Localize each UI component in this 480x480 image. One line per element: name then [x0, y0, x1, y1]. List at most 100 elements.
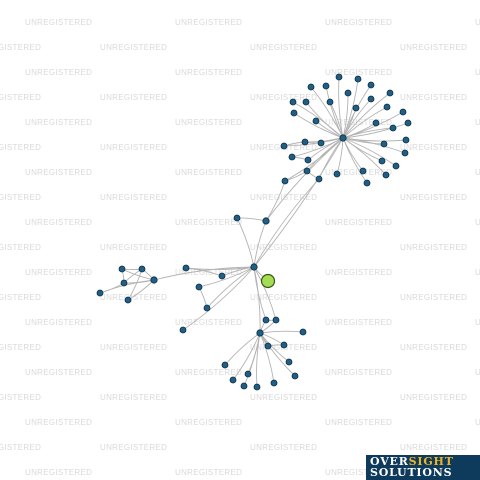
graph-node[interactable]: [280, 341, 288, 349]
hub-node[interactable]: [250, 263, 258, 271]
graph-edge: [236, 217, 255, 268]
graph-node[interactable]: [304, 156, 312, 164]
graph-node[interactable]: [367, 95, 375, 103]
watermark-text: UNREGISTERED: [475, 368, 480, 377]
graph-node[interactable]: [378, 157, 386, 165]
graph-edge: [206, 266, 255, 309]
watermark-text: UNREGISTERED: [0, 143, 41, 152]
hub-node[interactable]: [262, 217, 270, 225]
graph-node[interactable]: [288, 153, 296, 161]
graph-node[interactable]: [270, 379, 278, 387]
graph-node[interactable]: [244, 370, 252, 378]
watermark-text: UNREGISTERED: [0, 343, 41, 352]
graph-node[interactable]: [389, 124, 397, 132]
watermark-text: UNREGISTERED: [100, 43, 167, 52]
graph-node[interactable]: [179, 326, 187, 334]
graph-node[interactable]: [322, 82, 330, 90]
graph-node[interactable]: [382, 171, 390, 179]
focus-node[interactable]: [260, 273, 276, 289]
graph-node[interactable]: [302, 98, 310, 106]
watermark-text: UNREGISTERED: [25, 168, 92, 177]
graph-node[interactable]: [335, 73, 343, 81]
graph-node[interactable]: [291, 372, 299, 380]
graph-node[interactable]: [280, 142, 288, 150]
graph-node[interactable]: [240, 382, 248, 390]
graph-node[interactable]: [307, 83, 315, 91]
watermark-text: UNREGISTERED: [25, 418, 92, 427]
graph-edge: [224, 332, 261, 366]
watermark-text: UNREGISTERED: [250, 43, 317, 52]
watermark-text: UNREGISTERED: [325, 118, 392, 127]
graph-node[interactable]: [303, 167, 311, 175]
graph-node[interactable]: [301, 138, 309, 146]
graph-node[interactable]: [203, 304, 211, 312]
graph-edge: [342, 137, 364, 172]
graph-edge: [342, 122, 409, 139]
graph-node[interactable]: [289, 98, 297, 106]
watermark-text: UNREGISTERED: [400, 343, 467, 352]
graph-node[interactable]: [290, 109, 298, 117]
graph-node[interactable]: [221, 361, 229, 369]
hub-node[interactable]: [256, 329, 264, 337]
graph-node[interactable]: [138, 265, 146, 273]
graph-node[interactable]: [344, 89, 352, 97]
oversight-solutions-logo: OVERSIGHT SOLUTIONS: [366, 455, 480, 480]
graph-node[interactable]: [354, 75, 362, 83]
watermark-text: UNREGISTERED: [400, 393, 467, 402]
watermark-text: UNREGISTERED: [175, 318, 242, 327]
graph-node[interactable]: [253, 383, 261, 391]
graph-node[interactable]: [383, 103, 391, 111]
graph-node[interactable]: [404, 119, 412, 127]
graph-node[interactable]: [363, 179, 371, 187]
graph-node[interactable]: [182, 264, 190, 272]
watermark-layer: UNREGISTERED UNREGISTERED UNREGISTERED UNRE…: [0, 18, 480, 477]
graph-node[interactable]: [262, 316, 270, 324]
graph-node[interactable]: [120, 279, 128, 287]
graph-node[interactable]: [399, 108, 407, 116]
hub-node[interactable]: [150, 276, 158, 284]
graph-node[interactable]: [229, 376, 237, 384]
watermark-text: UNREGISTERED: [475, 218, 480, 227]
graph-node[interactable]: [352, 104, 360, 112]
graph-node[interactable]: [333, 170, 341, 178]
graph-node[interactable]: [195, 283, 203, 291]
graph-node[interactable]: [401, 149, 409, 157]
graph-node[interactable]: [218, 272, 226, 280]
watermark-text: UNREGISTERED: [325, 218, 392, 227]
graph-node[interactable]: [359, 167, 367, 175]
graph-edge: [259, 332, 296, 377]
graph-node[interactable]: [264, 342, 272, 350]
graph-node[interactable]: [281, 177, 289, 185]
graph-node[interactable]: [367, 81, 375, 89]
graph-node[interactable]: [386, 89, 394, 97]
graph-node[interactable]: [285, 358, 293, 366]
graph-edge: [283, 137, 344, 147]
watermark-text: UNREGISTERED: [100, 343, 167, 352]
graph-node[interactable]: [372, 119, 380, 127]
watermark-text: UNREGISTERED: [25, 318, 92, 327]
watermark-text: UNREGISTERED: [100, 143, 167, 152]
graph-node[interactable]: [315, 175, 323, 183]
graph-node[interactable]: [402, 136, 410, 144]
graph-node[interactable]: [233, 214, 241, 222]
graph-node[interactable]: [96, 289, 104, 297]
watermark-text: UNREGISTERED: [400, 443, 467, 452]
graph-node[interactable]: [312, 117, 320, 125]
hub-node[interactable]: [339, 134, 347, 142]
graph-node[interactable]: [299, 328, 307, 336]
graph-node[interactable]: [118, 265, 126, 273]
graph-node[interactable]: [317, 139, 325, 147]
watermark-text: UNREGISTERED: [0, 443, 41, 452]
logo-word-over: OVER: [370, 455, 409, 468]
graph-node[interactable]: [392, 162, 400, 170]
graph-node[interactable]: [380, 140, 388, 148]
graph-node[interactable]: [272, 316, 280, 324]
watermark-text: UNREGISTERED: [0, 93, 41, 102]
logo-line-1: OVERSIGHT: [370, 456, 454, 467]
watermark-text: UNREGISTERED: [250, 193, 317, 202]
graph-node[interactable]: [124, 296, 132, 304]
graph-edge: [253, 266, 277, 321]
graph-edge: [253, 266, 261, 334]
graph-node[interactable]: [326, 98, 334, 106]
graph-edge: [253, 266, 267, 321]
